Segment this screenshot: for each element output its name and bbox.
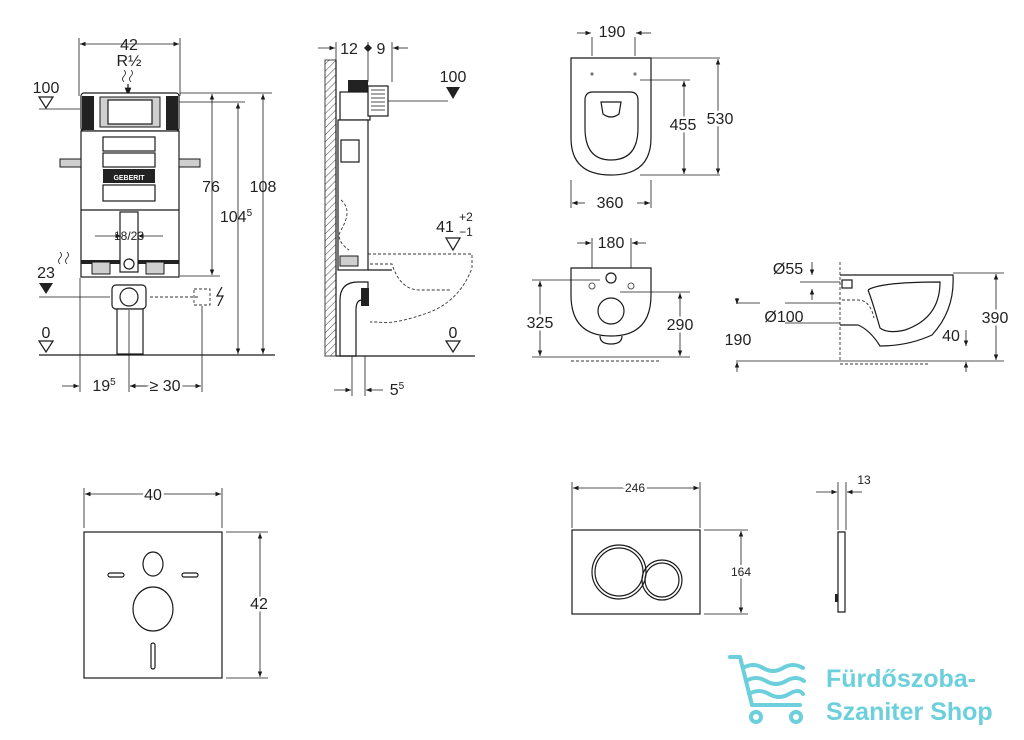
frame-offset-30: ≥ 30 (149, 378, 180, 395)
water-supply-icon (122, 69, 133, 83)
bowl-top-width-360: 360 (597, 195, 624, 212)
plate-width-label: 40 (144, 487, 162, 504)
frame-height-104: 1045 (220, 208, 253, 226)
side-tolerance-plus: +2 (459, 210, 473, 224)
frame-level-0: 0 (42, 325, 51, 342)
bowl-front-height-325: 325 (527, 315, 554, 332)
side-level-100: 100 (440, 69, 467, 86)
bowl-side-height-390: 390 (982, 310, 1009, 327)
lightning-icon (215, 286, 224, 307)
button-width-label: 246 (625, 481, 645, 495)
insulation-plate: 40 42 (83, 485, 271, 679)
frame-level-23: 23 (37, 265, 55, 282)
bowl-side-diameter-55: Ø55 (773, 261, 803, 278)
level-marker-icon (37, 96, 55, 110)
shop-watermark: Fürdőszoba- Szaniter Shop (728, 655, 993, 726)
cart-icon (728, 655, 806, 724)
bowl-side-height-190: 190 (725, 332, 752, 349)
bowl-front-width-180: 180 (598, 235, 625, 252)
side-depth-12: 12 (340, 41, 358, 58)
bowl-top-width-190: 190 (599, 24, 626, 41)
bowl-front-height-290: 290 (667, 317, 694, 334)
dimension-node-icon (364, 44, 372, 52)
side-height-41: 41 (436, 219, 454, 236)
level-marker-icon (39, 283, 53, 294)
frame-level-100: 100 (33, 80, 60, 97)
level-marker-icon (37, 340, 55, 354)
brand-logo: GEBERIT (113, 175, 145, 182)
bowl-side-diameter-100: Ø100 (764, 309, 803, 326)
level-marker-icon (444, 340, 462, 354)
side-view: 12 9 100 41 +2 −1 0 55 (318, 41, 475, 399)
frame-width-label: 42 (120, 37, 138, 54)
watermark-line2: Szaniter Shop (826, 698, 993, 726)
frame-height-76: 76 (202, 179, 220, 196)
bowl-top-length-455: 455 (670, 117, 697, 134)
button-height-label: 164 (731, 565, 751, 579)
flush-button: 246 164 13 (571, 473, 871, 615)
side-depth-9: 9 (377, 41, 386, 58)
bowl-top-view: 190 455 530 360 (570, 24, 736, 212)
level-marker-icon (446, 87, 460, 99)
bowl-front-view: 180 325 290 (524, 235, 696, 362)
side-depth-5: 55 (390, 381, 405, 399)
button-depth-label: 13 (857, 473, 871, 487)
level-marker-icon (444, 237, 462, 252)
frame-front-view: 42 R½ 100 GEBERIT 18/23 (33, 37, 277, 398)
frame-offset-19: 195 (92, 377, 116, 395)
bowl-side-height-40: 40 (942, 328, 960, 345)
plate-height-label: 42 (250, 596, 268, 613)
frame-height-108: 108 (250, 179, 277, 196)
frame-pipe-label: 18/23 (114, 229, 144, 243)
bowl-top-length-530: 530 (707, 111, 734, 128)
thread-label: R½ (117, 53, 142, 70)
watermark-line1: Fürdőszoba- (826, 665, 976, 693)
bowl-side-view: Ø55 Ø100 190 40 390 (725, 261, 1011, 372)
side-level-0: 0 (449, 325, 458, 342)
electric-supply-icon (58, 251, 69, 265)
side-tolerance-minus: −1 (459, 225, 473, 239)
